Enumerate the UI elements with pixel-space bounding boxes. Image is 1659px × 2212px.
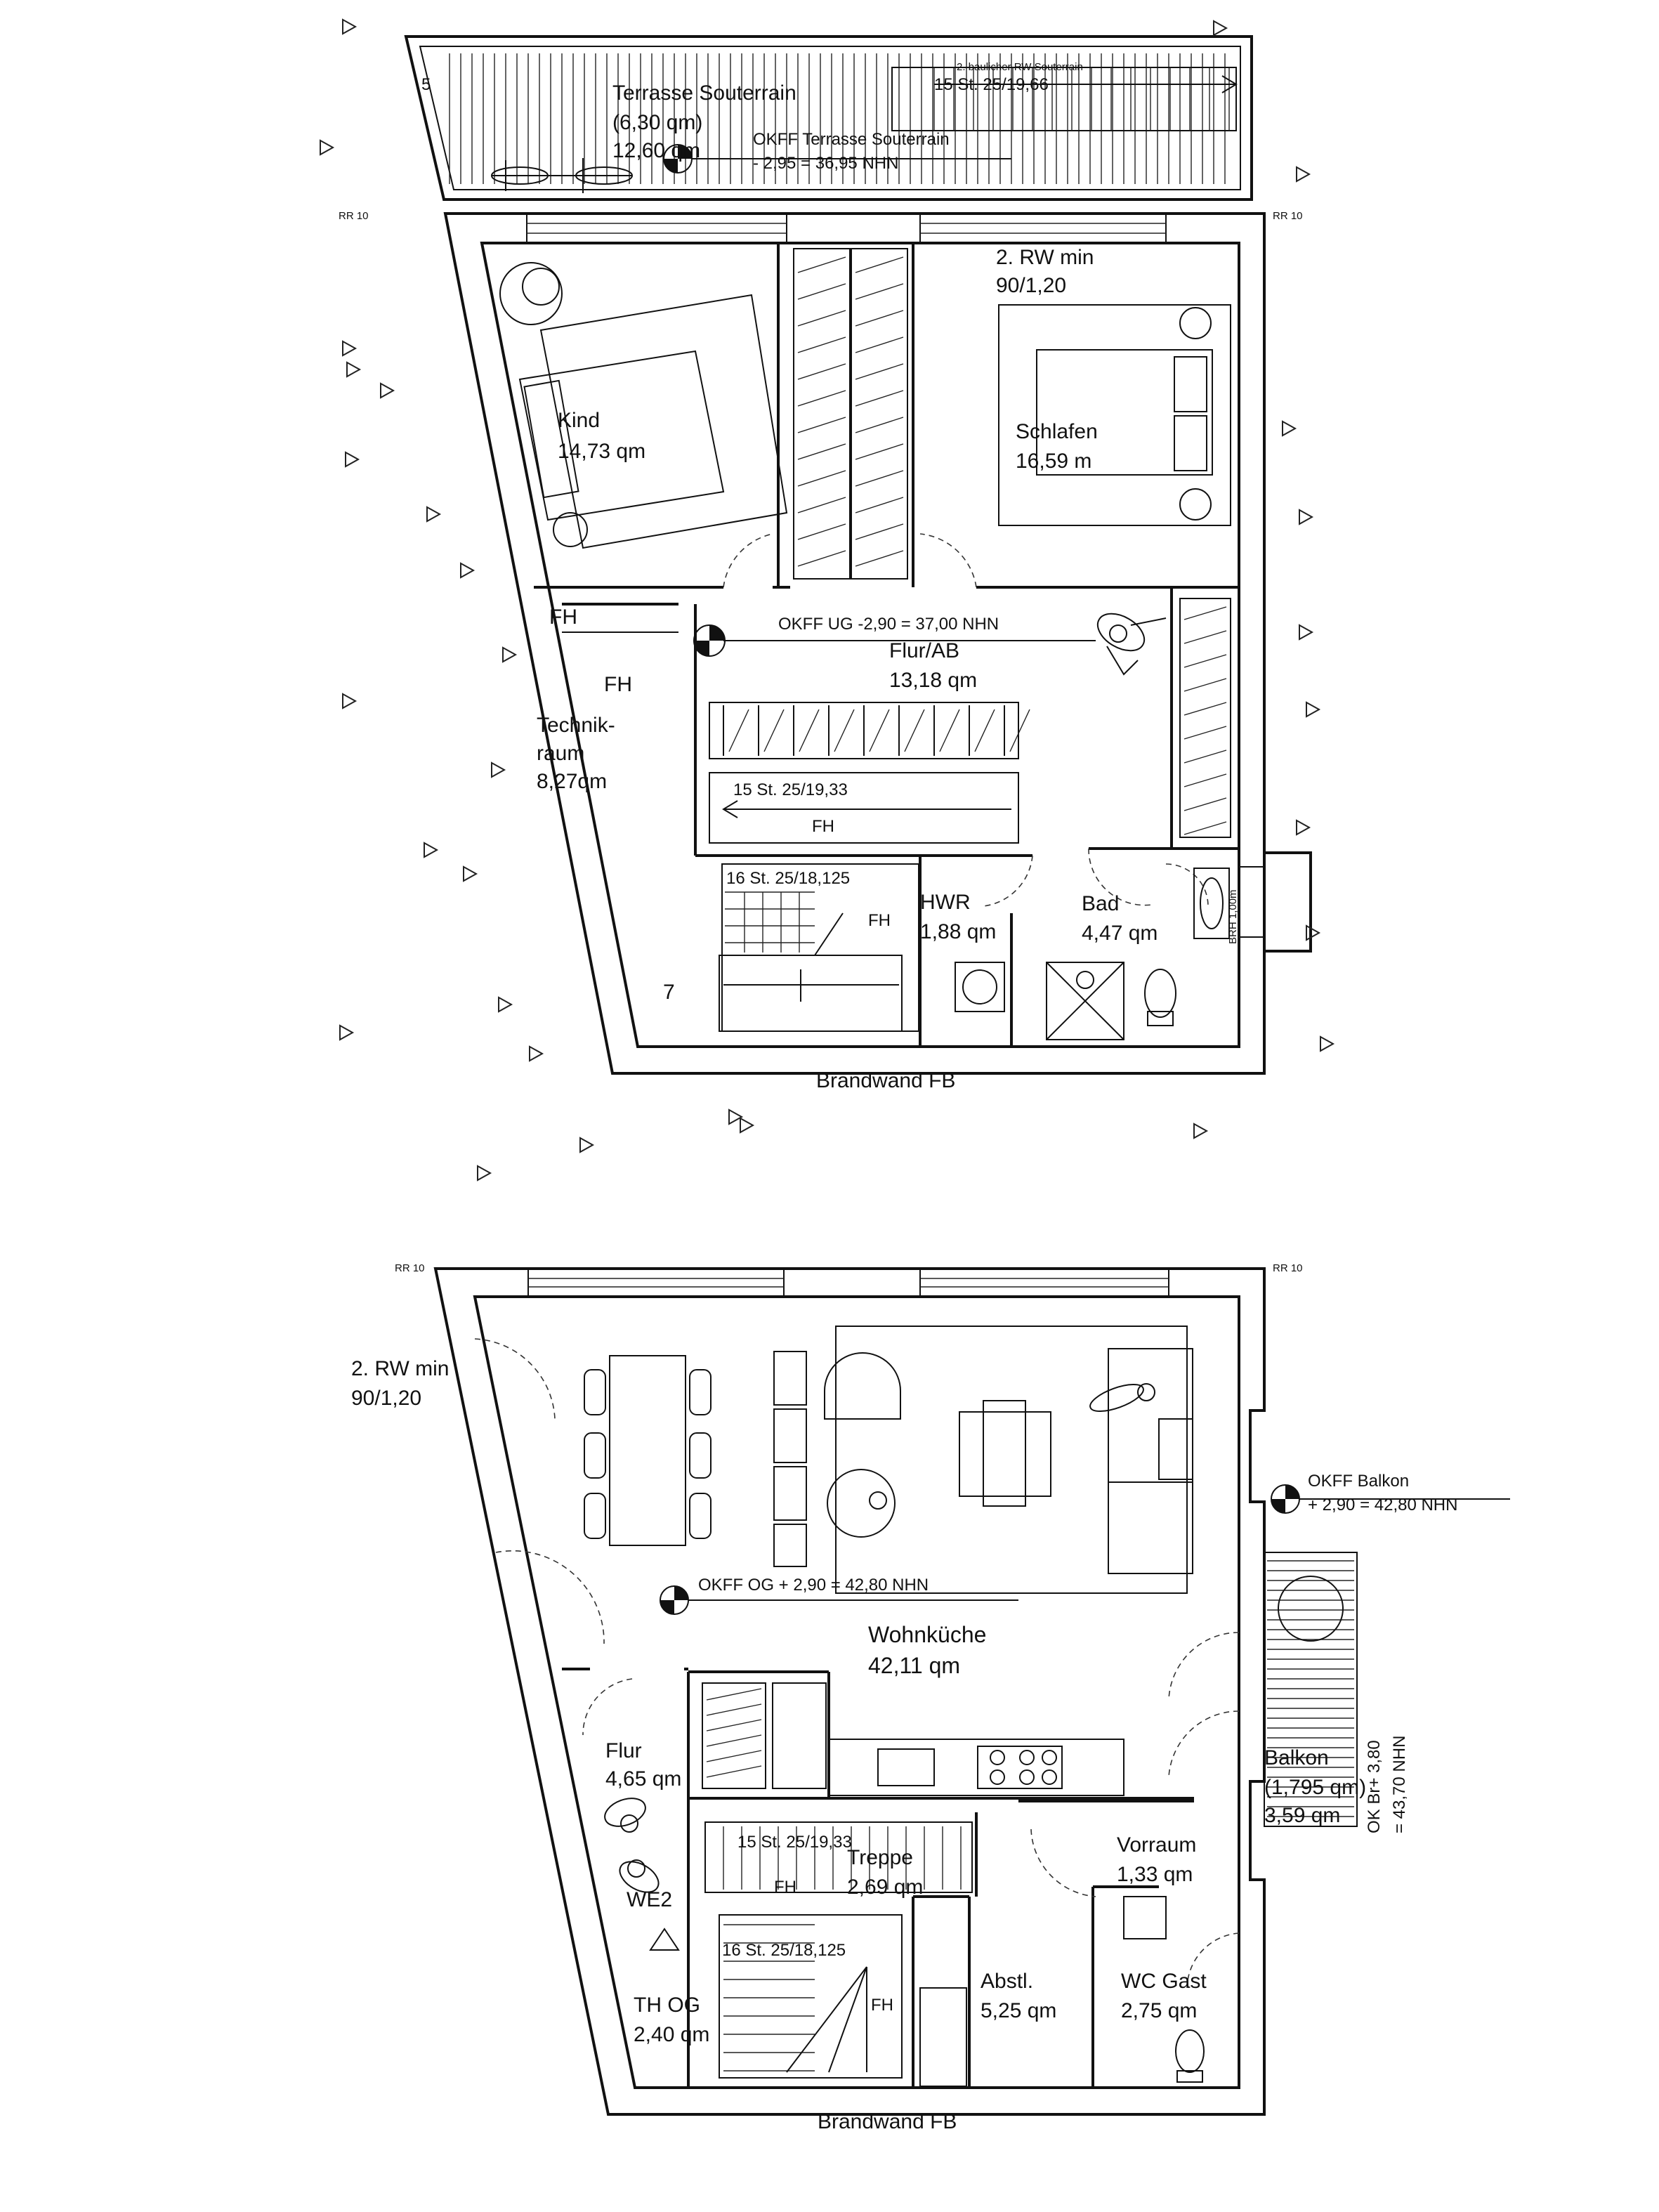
bicycle-symbol xyxy=(491,158,633,193)
bad-area: 4,47 qm xyxy=(1082,922,1158,945)
technik-line-1: Technik- xyxy=(537,714,615,737)
okff-terrace-value: - 2,95 = 36,95 NHN xyxy=(753,154,898,173)
stair-spec-b-lower: 16 St. 25/18,125 xyxy=(722,1941,846,1960)
site-triangle-symbols xyxy=(320,18,1335,1182)
kitchen-furniture xyxy=(702,1682,1194,1802)
terrace-area-a: (6,30 qm) xyxy=(612,111,702,134)
wc-gast-area: 2,75 qm xyxy=(1121,1999,1197,2022)
schlafen-name: Schlafen xyxy=(1016,420,1098,443)
abstl-name: Abstl. xyxy=(981,1970,1033,1993)
terrace-stair-spec: 15 St. 25/19,66 xyxy=(934,75,1049,94)
hwr-area: 1,88 qm xyxy=(920,920,996,943)
wohnkueche-area: 42,11 qm xyxy=(868,1653,960,1678)
rr-right-upper: RR 10 xyxy=(1273,210,1303,222)
level-marker-ug xyxy=(693,624,1096,657)
fh-label-2: FH xyxy=(604,673,632,696)
vorraum-name: Vorraum xyxy=(1117,1833,1196,1857)
living-furniture xyxy=(824,1326,1193,1594)
ok-br-line-2: = 43,70 NHN xyxy=(1390,1736,1409,1833)
brandwand-upper: Brandwand FB xyxy=(816,1069,955,1092)
upper-stairs xyxy=(709,702,1030,1032)
level-marker-balkon xyxy=(1271,1484,1510,1514)
okff-terrace-label: OKFF Terrasse Souterrain xyxy=(753,130,950,149)
fh-label-lower-2: FH xyxy=(871,1996,893,2015)
we2-entry-marker xyxy=(649,1928,680,1951)
kind-name: Kind xyxy=(558,409,600,432)
terrace-title: Terrasse Souterrain xyxy=(612,81,796,105)
technik-line-2: raum xyxy=(537,742,584,765)
flur-ab-name: Flur/AB xyxy=(889,639,959,662)
lower-interior-walls xyxy=(562,1668,1194,2088)
flur-name-lower: Flur xyxy=(605,1739,642,1762)
stair-spec-a-lower: 15 St. 25/19,33 xyxy=(737,1833,852,1852)
terrace-area-b: 12,60 qm xyxy=(612,139,700,162)
abstl-area: 5,25 qm xyxy=(981,1999,1056,2022)
schlafen-area: 16,59 m xyxy=(1016,450,1091,473)
schlafen-furniture xyxy=(998,304,1231,526)
ok-br-line-1: OK Br+ 3,80 xyxy=(1365,1740,1384,1833)
person-symbol-upper xyxy=(1096,613,1167,676)
upper-door-swings xyxy=(723,533,1209,907)
treppe-area: 2,69 qm xyxy=(847,1876,923,1899)
number-7: 7 xyxy=(663,981,675,1004)
stair-spec-a-upper: 15 St. 25/19,33 xyxy=(733,780,848,799)
fh-label-4: FH xyxy=(868,911,891,930)
rr-left-upper: RR 10 xyxy=(339,210,369,222)
dining-furniture xyxy=(584,1351,807,1567)
wc-gast-name: WC Gast xyxy=(1121,1970,1207,1993)
bad-name: Bad xyxy=(1082,892,1119,915)
flur-ab-area: 13,18 qm xyxy=(889,669,977,692)
fh-label-3: FH xyxy=(812,817,834,836)
balkon-area-b: 3,59 qm xyxy=(1264,1804,1340,1827)
okff-ug: OKFF UG -2,90 = 37,00 NHN xyxy=(778,615,999,634)
brh-label: BRH 1,00m xyxy=(1227,889,1239,944)
lower-outer-walls xyxy=(433,1267,1358,2116)
rw-value-lower: 90/1,20 xyxy=(351,1387,421,1410)
upper-floor-plan: Terrasse Souterrain (6,30 qm) 12,60 qm 2… xyxy=(339,35,1312,1092)
okff-balkon-value: + 2,90 = 42,80 NHN xyxy=(1308,1496,1457,1514)
wohnkueche-name: Wohnküche xyxy=(868,1622,986,1647)
okff-balkon-label: OKFF Balkon xyxy=(1308,1472,1409,1491)
bathroom-fixtures-upper xyxy=(955,868,1230,1040)
terrace-stair xyxy=(891,67,1238,131)
we2-label: WE2 xyxy=(627,1888,672,1911)
vorraum-area: 1,33 qm xyxy=(1117,1863,1193,1886)
rw-value-upper: 90/1,20 xyxy=(996,274,1066,297)
number-5: 5 xyxy=(421,75,431,94)
rr-left-lower: RR 10 xyxy=(395,1262,425,1274)
terrace-outline xyxy=(404,35,1253,201)
lower-door-swings xyxy=(474,1338,1240,1989)
upper-outer-walls xyxy=(443,212,1312,1075)
level-marker-og xyxy=(660,1585,1018,1615)
fh-label-lower-1: FH xyxy=(774,1878,796,1897)
level-marker-terrace xyxy=(663,144,1011,174)
th-og-area: 2,40 qm xyxy=(634,2023,709,2046)
person-symbols-lower xyxy=(604,1491,887,1893)
rr-right-lower: RR 10 xyxy=(1273,1262,1303,1274)
lower-stairs xyxy=(704,1821,973,2079)
brandwand-lower: Brandwand FB xyxy=(818,2110,957,2133)
flur-area-lower: 4,65 qm xyxy=(605,1767,681,1791)
treppe-name: Treppe xyxy=(847,1846,913,1869)
kind-area: 14,73 qm xyxy=(558,440,645,463)
kind-furniture xyxy=(499,262,788,549)
lower-floor-plan: RR 10 RR 10 2. RW min 90/1,20 OKFF Balko… xyxy=(351,1262,1510,2133)
th-og-name: TH OG xyxy=(634,1994,700,2017)
wardrobes-upper xyxy=(709,248,1231,838)
balkon-name: Balkon xyxy=(1264,1746,1329,1769)
rw-label-lower: 2. RW min xyxy=(351,1357,449,1380)
rw-label-upper: 2. RW min xyxy=(996,246,1094,269)
stair-spec-b-upper: 16 St. 25/18,125 xyxy=(726,869,850,888)
balkon-area-a: (1,795 qm) xyxy=(1264,1776,1366,1799)
terrace-stair-note: 2. baulicher RW Souterrain xyxy=(957,61,1083,73)
fh-label-1: FH xyxy=(549,606,577,629)
technik-area: 8,27qm xyxy=(537,770,607,793)
wc-fixtures-lower xyxy=(919,1896,1205,2087)
okff-og: OKFF OG + 2,90 = 42,80 NHN xyxy=(698,1576,929,1595)
hwr-name: HWR xyxy=(920,891,971,914)
